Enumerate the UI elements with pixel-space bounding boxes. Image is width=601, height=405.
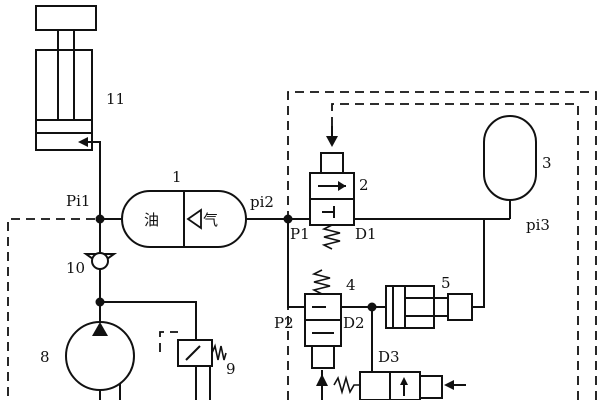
cyl5-rod-head: [447, 293, 473, 321]
line-relief: [100, 301, 197, 340]
junction-pump: [95, 297, 105, 307]
pump-arrow-icon: [92, 322, 108, 336]
accumulator-1: [121, 190, 247, 248]
tank-3: [483, 115, 537, 201]
valve-4: [304, 269, 342, 386]
valve2-solenoid: [320, 152, 344, 174]
valve-bottom-spring-icon: [333, 375, 360, 395]
label-oil-chamber: 油: [144, 211, 159, 229]
cylinder-rod-head: [35, 5, 97, 31]
relief-valve-9: [177, 339, 227, 367]
label-port-pi1: Pi1: [66, 192, 90, 210]
labels: 11 1 2 3 4 5 8 9 10 Pi1 pi2 pi3 P1 D1 P2…: [40, 90, 552, 378]
label-cylinder-5: 5: [441, 274, 451, 292]
cylinder-11: [35, 5, 101, 151]
label-port-p1: P1: [290, 225, 310, 243]
line-cyl5-return: [472, 219, 485, 308]
label-valve-4: 4: [346, 276, 356, 294]
label-port-d1: D1: [355, 225, 377, 243]
label-tank-3: 3: [542, 154, 552, 172]
junctions: [95, 214, 377, 312]
label-port-pi2: pi2: [250, 193, 274, 211]
valve2-pilot-arrow: [326, 136, 338, 147]
relief-spring-icon: [211, 343, 227, 361]
valve4-pilot-arrow: [316, 374, 328, 386]
cylinder-body: [35, 49, 93, 151]
cylinder-piston: [35, 119, 93, 134]
accumulator-valve-icon: [186, 208, 202, 230]
label-accumulator-1: 1: [172, 168, 182, 186]
label-valve-2: 2: [359, 176, 369, 194]
label-check-10: 10: [66, 259, 85, 277]
relief-valve-arrow: [185, 345, 201, 361]
check-valve-ball: [91, 252, 109, 270]
cylinder-5: [385, 285, 473, 329]
label-port-d3: D3: [378, 348, 400, 366]
pilot-line-left: [7, 218, 125, 400]
label-pump-8: 8: [40, 348, 50, 366]
cyl5-piston: [392, 285, 406, 329]
valve-bottom-solenoid: [419, 375, 443, 399]
pump-8: [65, 321, 135, 391]
relief-valve-body: [177, 339, 213, 367]
cylinder-port-line: [84, 141, 101, 150]
valve-bottom-arrow-a-head: [400, 377, 408, 385]
tank-body: [483, 115, 537, 201]
label-relief-9: 9: [226, 360, 236, 378]
valve2-flow-top-arrow: [338, 181, 346, 191]
check-valve-10: [82, 252, 118, 270]
label-port-pi3: pi3: [526, 216, 550, 234]
line-p2: [287, 219, 305, 308]
valve4-solenoid: [311, 345, 335, 369]
valve-2: [309, 126, 355, 250]
relief-pilot: [159, 331, 178, 352]
pilot-line-inner: [331, 103, 579, 400]
junction-pi1: [95, 214, 105, 224]
junction-pi2: [283, 214, 293, 224]
valve4-spring-icon: [311, 269, 331, 295]
label-port-p2: P2: [274, 314, 294, 332]
valve-bottom-box-a: [359, 371, 391, 401]
label-gas-chamber: 气: [203, 211, 218, 229]
label-port-d2: D2: [343, 314, 365, 332]
valve-bottom-pilot-arrow: [444, 380, 454, 390]
junction-d2: [367, 302, 377, 312]
cylinder-port-arrow: [78, 137, 88, 147]
label-cylinder-11: 11: [106, 90, 125, 108]
valve2-spring-icon: [321, 224, 341, 250]
valve-bottom: [333, 371, 466, 401]
